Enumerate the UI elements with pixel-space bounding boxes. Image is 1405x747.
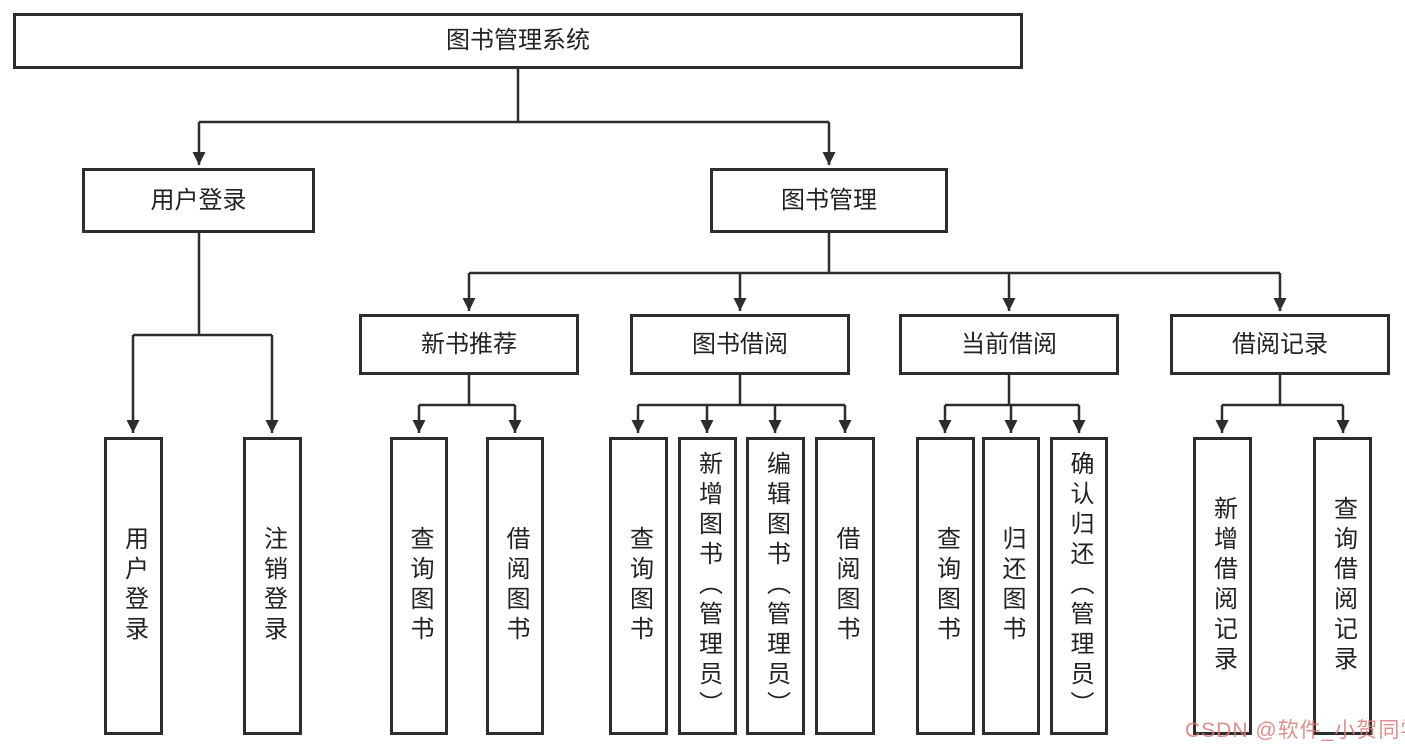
leaf-br-query-record: 查询借阅记录 (1313, 437, 1372, 735)
connector-book-borrow-rail (638, 375, 845, 407)
connector-new-book-rec-rail (419, 375, 515, 407)
node-current-borrow: 当前借阅 (899, 314, 1119, 375)
leaf-nbr-borrow-books: 借阅图书 (486, 437, 544, 735)
leaf-bb-add-books-admin-label: 新增图书（管理员） (694, 451, 722, 721)
node-book-borrow: 图书借阅 (630, 314, 850, 375)
leaf-user-login: 用户登录 (104, 437, 163, 735)
leaf-bb-edit-books-admin: 编辑图书（管理员） (746, 437, 805, 735)
leaf-cb-confirm-return-admin-label: 确认归还（管理员） (1066, 451, 1093, 721)
node-user-login: 用户登录 (82, 168, 315, 233)
leaf-nbr-borrow-books-label: 借阅图书 (502, 526, 529, 646)
leaf-bb-query-books: 查询图书 (609, 437, 668, 735)
connector-root-rail (199, 69, 829, 124)
leaf-bb-query-books-label: 查询图书 (625, 526, 653, 646)
leaf-logout-label: 注销登录 (259, 526, 287, 646)
connector-user-login-rail (133, 233, 272, 337)
leaf-logout: 注销登录 (243, 437, 302, 735)
leaf-cb-query-books-label: 查询图书 (932, 526, 960, 646)
leaf-cb-query-books: 查询图书 (916, 437, 975, 735)
node-book-mgmt: 图书管理 (710, 168, 948, 233)
leaf-bb-edit-books-admin-label: 编辑图书（管理员） (762, 451, 790, 721)
connector-current-borrow-rail (945, 375, 1079, 407)
connector-borrow-records-rail (1222, 375, 1343, 407)
leaf-br-add-record-label: 新增借阅记录 (1209, 496, 1237, 676)
node-root: 图书管理系统 (13, 13, 1023, 69)
leaf-br-query-record-label: 查询借阅记录 (1329, 496, 1357, 676)
leaf-cb-return-books: 归还图书 (982, 437, 1040, 735)
connector-book-mgmt-rail (469, 233, 1280, 275)
node-new-book-rec: 新书推荐 (359, 314, 579, 375)
leaf-bb-borrow-books: 借阅图书 (815, 437, 875, 735)
leaf-cb-confirm-return-admin: 确认归还（管理员） (1050, 437, 1108, 735)
leaf-nbr-query-books: 查询图书 (390, 437, 448, 735)
node-borrow-records: 借阅记录 (1170, 314, 1390, 375)
leaf-bb-add-books-admin: 新增图书（管理员） (678, 437, 737, 735)
leaf-bb-borrow-books-label: 借阅图书 (832, 526, 859, 646)
leaf-cb-return-books-label: 归还图书 (998, 526, 1025, 646)
leaf-nbr-query-books-label: 查询图书 (406, 526, 433, 646)
leaf-br-add-record: 新增借阅记录 (1193, 437, 1252, 735)
leaf-user-login-label: 用户登录 (120, 526, 148, 646)
watermark: CSDN @软件_小贺同学 (1185, 719, 1405, 742)
